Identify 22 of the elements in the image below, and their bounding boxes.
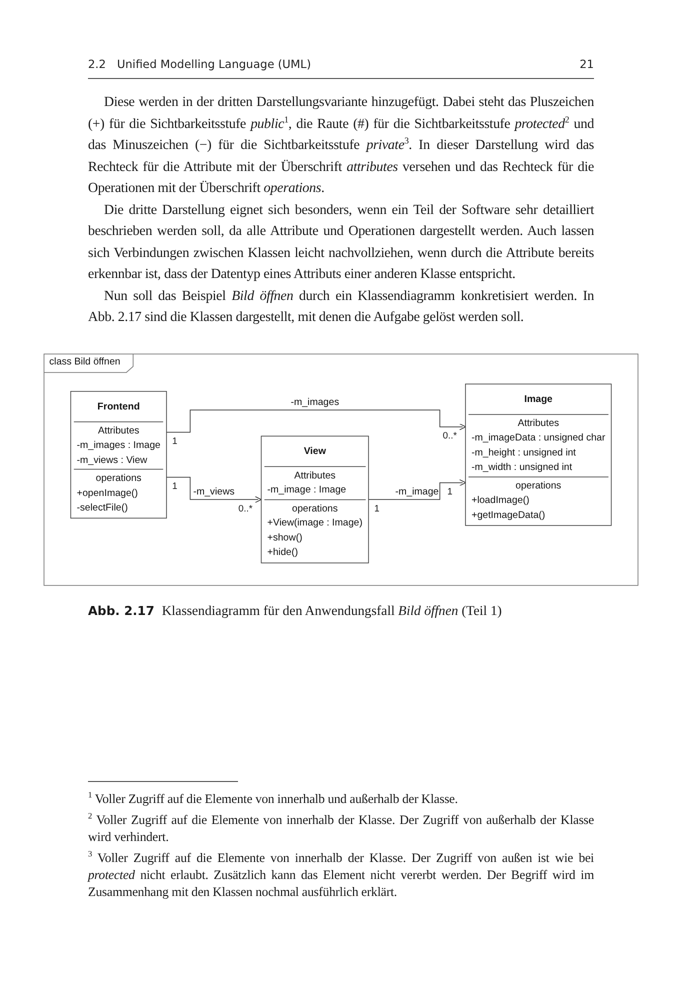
class-box: View Attributes -m_image : Image operations +View(image : Image) +show() +hide(): [260, 435, 369, 563]
multiplicity-label: 0..*: [442, 429, 457, 440]
section-number: 2.2: [88, 58, 106, 71]
multiplicity-label: 1: [374, 502, 380, 513]
multiplicity-label: 1: [172, 434, 178, 446]
footnote: $^{2}$ Voller Zugriff auf die Elemente von innerhalb der Klasse. Der Zugriff von außerhalb der Klasse wird verhindert.: [88, 812, 594, 846]
multiplicity-label: 0..*: [238, 502, 252, 513]
body-paragraph: Diese werden in der dritten Darstellungsvariante hinzugefügt. Dabei steht das Pluszeichen (+) für die Sichtbarkeitsstufe public$^{1}$, die Raute (#) für die Sichtbarkeitsstufe protected$^{2}$ und das Minuszeichen (−) für die Sichtbarkeitsstufe private$^{3}$. In dieser Darstellung wird das Rechteck für die Attribute mit der Überschrift attributes versehen und das Rechteck für die Operationen mit der Überschrift operations.: [88, 94, 594, 198]
running-header: Unified Modelling Language (UML): [117, 58, 311, 71]
figure-caption: Abb. 2.17 Klassendiagramm für den Anwendungsfall Bild öffnen (Teil 1): [88, 602, 503, 620]
page-number: 21: [580, 58, 594, 71]
association-line: [368, 478, 466, 500]
multiplicity-label: 1: [447, 484, 452, 496]
association-line: [166, 476, 262, 502]
association-line: [166, 409, 466, 432]
body-paragraph: Die dritte Darstellung eignet sich besonders, wenn ein Teil der Software sehr detailliert beschrieben werden soll, da alle Attribute und Operationen dargestellt werden. Auch lassen sich Verbindungen zwischen Klassen leicht nachvollziehen, wenn durch die Attribute bereits erkennbar ist, dass der Datentyp eines Attributs einer anderen Klasse entspricht.: [88, 202, 594, 284]
class-box: Image Attributes -m_imageData : unsigned char -m_height : unsigned int -m_width : unsigned int operations +loadImage() +getImageData(): [465, 383, 612, 526]
footnote: $^{1}$ Voller Zugriff auf die Elemente von innerhalb und außerhalb der Klasse.: [88, 791, 459, 808]
body-paragraph: Nun soll das Beispiel Bild öffnen durch ein Klassendiagramm konkretisiert werden. In Abb. 2.17 sind die Klassen dargestellt, mit denen die Aufgabe gelöst werden soll.: [88, 288, 594, 327]
footnote: $^{3}$ Voller Zugriff auf die Elemente von innerhalb der Klasse. Der Zugriff von außen ist wie bei protected nicht erlaubt. Zusätzlich kann das Element nicht vererbt werden. Der Begriff wird im Zusammenhang mit den Klassen nochmal ausführlich erklärt.: [88, 850, 594, 901]
class-box: Frontend Attributes -m_images : Image -m_views : View operations +openImage() -selectFile(): [70, 390, 167, 518]
multiplicity-label: 1: [172, 480, 178, 491]
